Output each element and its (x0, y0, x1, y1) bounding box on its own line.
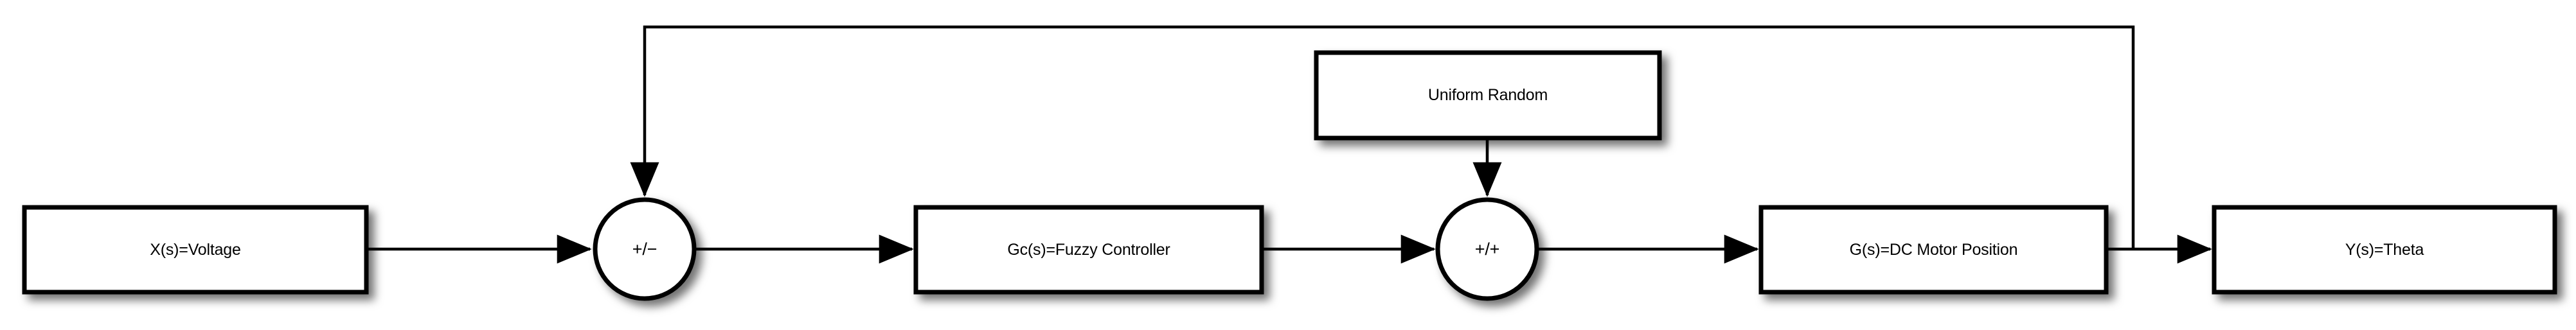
block-input-voltage[interactable] (22, 205, 369, 295)
block-fuzzy-controller[interactable] (913, 205, 1264, 295)
connection-feedback-loop (630, 25, 2135, 249)
summing-junction-error[interactable] (593, 197, 697, 301)
block-output-theta[interactable] (2212, 205, 2557, 295)
summing-junctions (593, 197, 1539, 301)
summing-junction-noise[interactable] (1435, 197, 1539, 301)
block-uniform-random[interactable] (1314, 50, 1662, 141)
connection-lines (366, 25, 2212, 264)
block-dc-motor-position[interactable] (1758, 205, 2109, 295)
diagram-blocks (22, 50, 2557, 295)
